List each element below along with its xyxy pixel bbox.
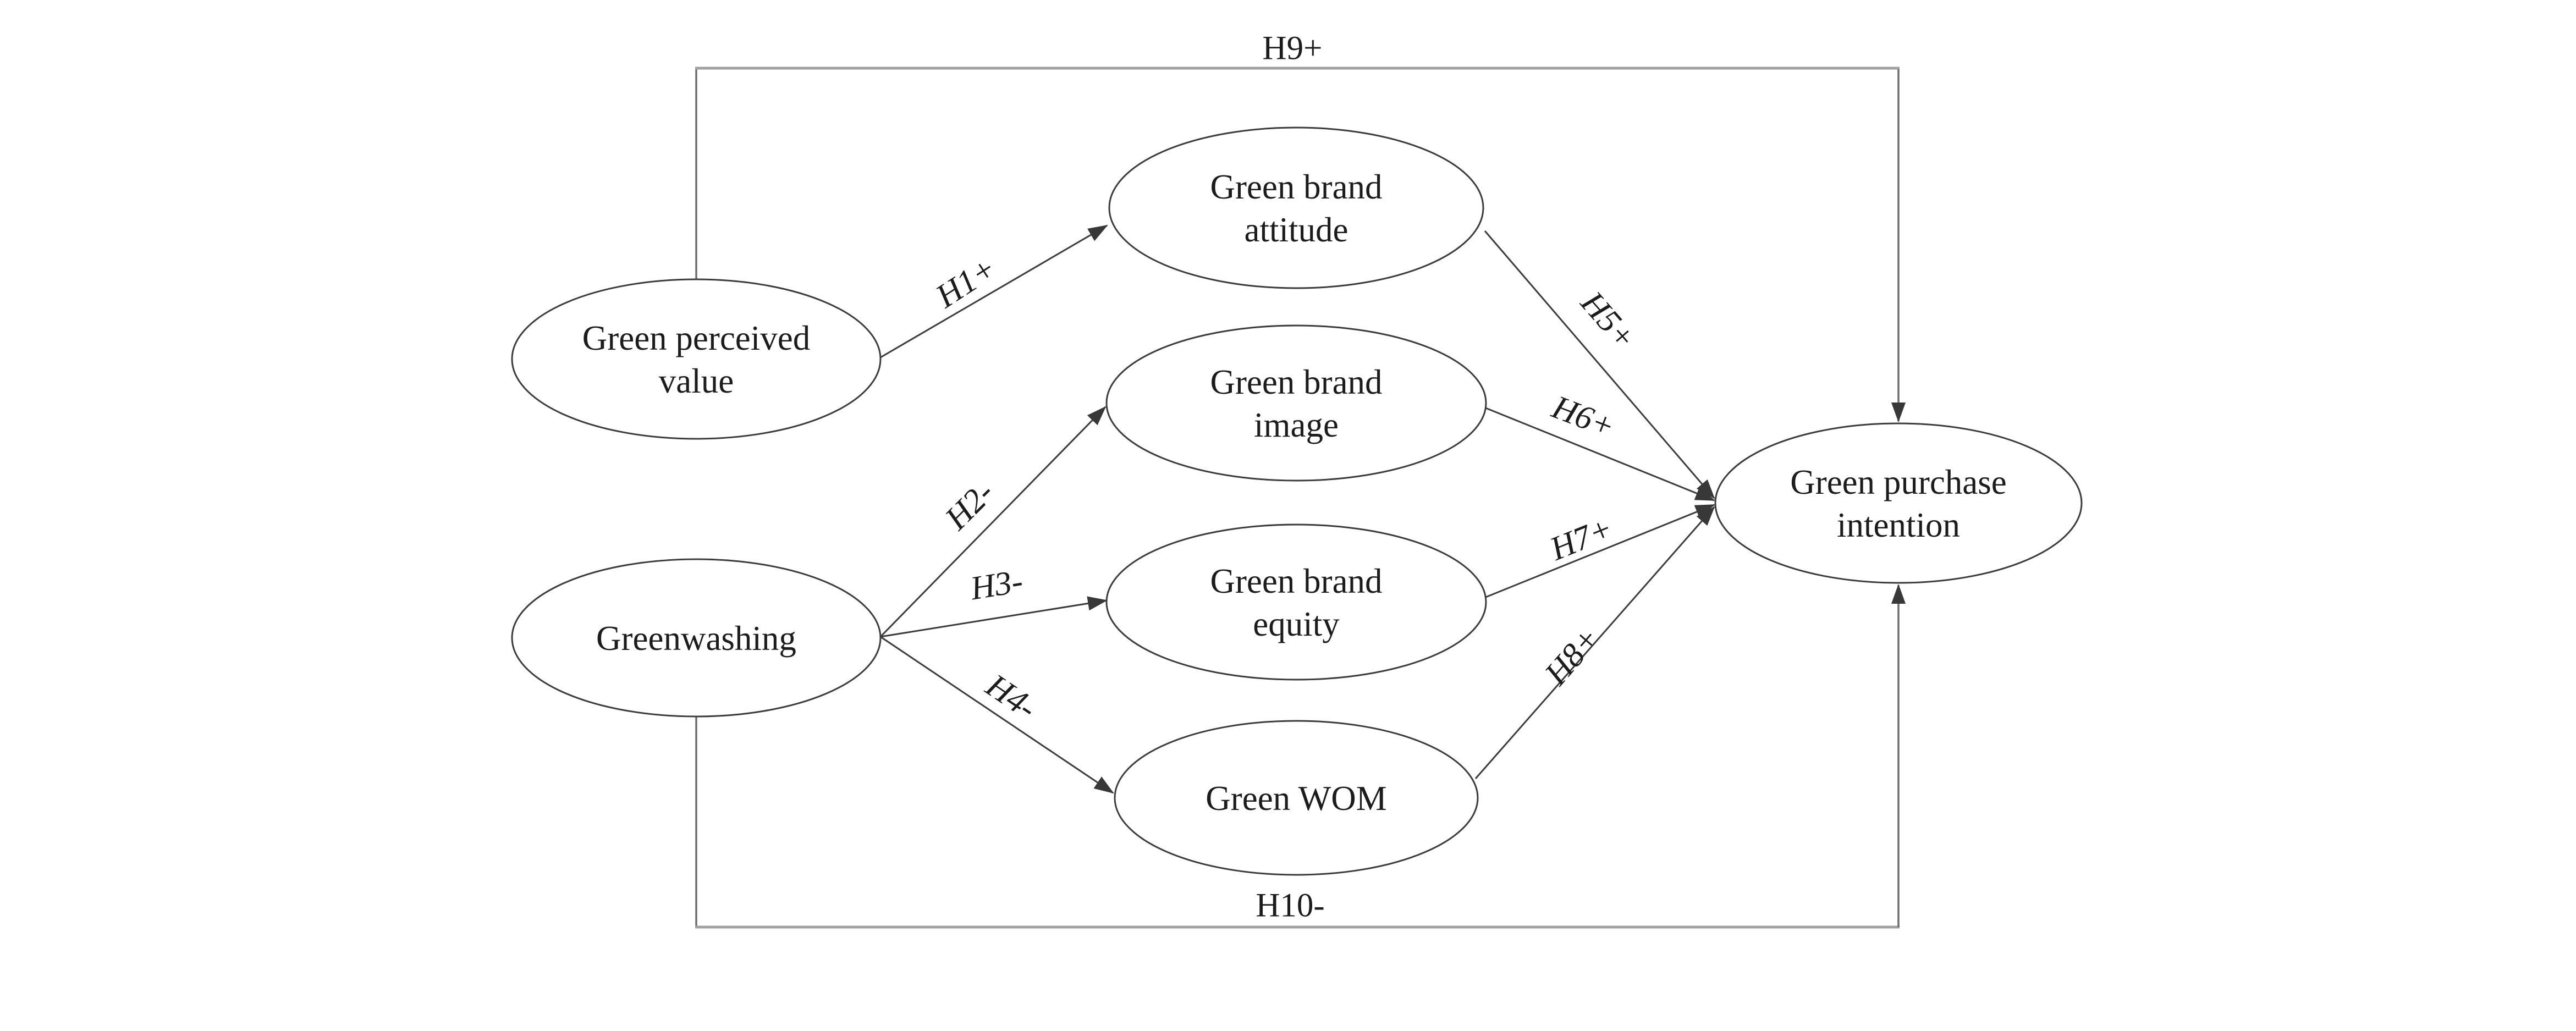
frame-connectors (695, 67, 1906, 929)
node-green-brand-attitude: Green brand attitude (1108, 126, 1484, 289)
green-brand-image-label-line2: image (1254, 406, 1339, 444)
green-perceived-value-label-line1: Green perceived (582, 319, 810, 357)
green-brand-image-label-line1: Green brand (1210, 363, 1382, 401)
h8-label: H8+ (1537, 620, 1607, 693)
node-green-perceived-value: Green perceived value (511, 278, 882, 440)
h7-arrow (1484, 504, 1715, 599)
h8-arrow (1474, 506, 1715, 779)
green-brand-image-ellipse (1105, 324, 1487, 482)
green-purchase-intention-label-line2: intention (1837, 506, 1960, 544)
h2-arrow (879, 406, 1107, 638)
green-brand-attitude-label-line1: Green brand (1210, 168, 1382, 206)
h6-arrow (1484, 406, 1715, 501)
h1-label: H1+ (929, 250, 1003, 316)
green-brand-equity-ellipse (1105, 523, 1487, 681)
h2-label: H2- (938, 474, 1001, 537)
green-perceived-value-ellipse (511, 278, 882, 440)
green-brand-equity-label-line1: Green brand (1210, 562, 1382, 600)
h9-label: H9+ (1263, 30, 1323, 67)
node-green-wom: Green WOM (1114, 720, 1479, 876)
h10-label: H10- (1256, 887, 1324, 924)
green-purchase-intention-label-line1: Green purchase (1790, 463, 2007, 501)
node-green-brand-image: Green brand image (1105, 324, 1487, 482)
node-green-brand-equity: Green brand equity (1105, 523, 1487, 681)
construct-nodes: Green perceived value Greenwashing Green… (511, 126, 2083, 876)
green-purchase-intention-ellipse (1714, 422, 2083, 584)
green-wom-label: Green WOM (1206, 779, 1387, 818)
green-wom-ellipse (1114, 720, 1479, 876)
h3-arrow (880, 596, 1108, 638)
green-brand-attitude-label-line2: attitude (1245, 211, 1348, 249)
path-arrows (879, 224, 1715, 794)
h5-arrow (1484, 230, 1715, 499)
greenwashing-ellipse (511, 558, 882, 718)
green-perceived-value-label-line2: value (659, 362, 734, 400)
node-greenwashing: Greenwashing (511, 558, 882, 718)
green-brand-equity-label-line2: equity (1253, 605, 1340, 643)
green-brand-attitude-ellipse (1108, 126, 1484, 289)
h1-arrow (880, 224, 1108, 359)
h3-label: H3- (967, 563, 1025, 607)
h4-label: H4- (979, 667, 1043, 727)
greenwashing-label: Greenwashing (596, 619, 796, 658)
h4-arrow (880, 636, 1114, 794)
node-green-purchase-intention: Green purchase intention (1714, 422, 2083, 584)
